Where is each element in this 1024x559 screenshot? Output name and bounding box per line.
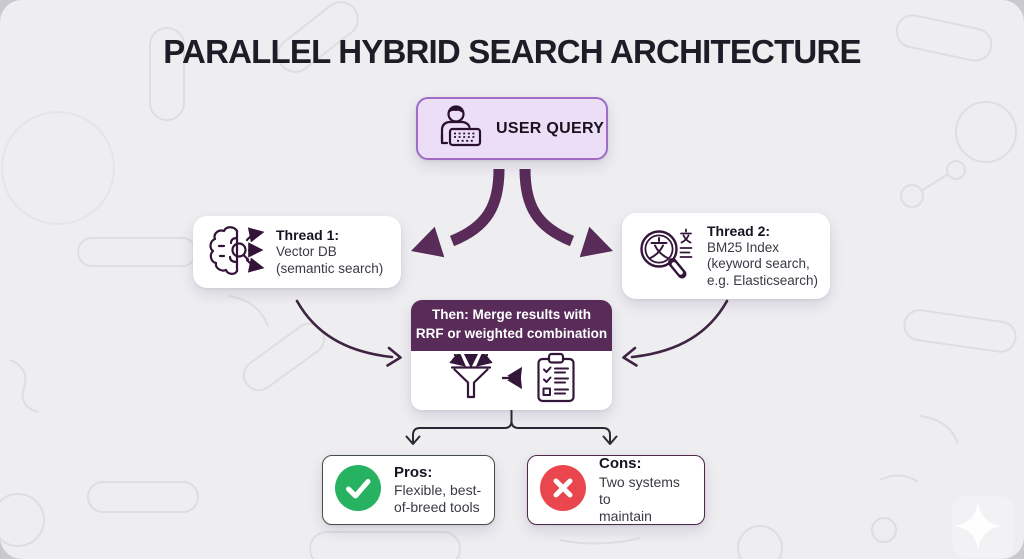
thread2-line: (keyword search, [707,256,810,272]
pros-node: Pros: Flexible, best- of-breed tools [322,455,495,525]
merge-header-line: RRF or weighted combination [415,325,608,341]
funnel-icon [448,350,494,407]
thread1-line: Vector DB [276,244,337,260]
pros-heading: Pros: [394,463,433,481]
merge-header-line: Then: Merge results with [431,307,592,322]
thread2-heading: Thread 2: [707,222,771,239]
thread1-node: Thread 1: Vector DB (semantic search) [193,216,401,288]
thread2-line: BM25 Index [707,239,780,255]
brain-search-icon [207,224,265,281]
split-arrow-right [519,168,613,258]
text-search-icon [634,224,698,289]
thread2-text: Thread 2: BM25 Index (keyword search, e.… [707,223,818,289]
merge-node: Then: Merge results with RRF or weighted… [411,300,612,410]
cons-line: maintain [599,507,652,524]
branch-arrows-icon [500,361,528,400]
thread1-heading: Thread 1: [276,226,340,243]
pros-line: of-breed tools [394,499,480,516]
thread2-line: e.g. Elasticsearch) [707,272,819,288]
check-circle-icon [335,464,381,516]
thread1-text: Thread 1: Vector DB (semantic search) [276,227,383,277]
thread2-node: Thread 2: BM25 Index (keyword search, e.… [622,213,830,299]
thread1-line: (semantic search) [276,260,384,276]
merge-header: Then: Merge results with RRF or weighted… [411,300,612,351]
user-query-node: USER QUERY [416,97,608,160]
sparkle-icon [944,494,1014,559]
clipboard-checklist-icon [536,352,576,409]
outcome-bracket [405,409,618,445]
pros-text: Pros: Flexible, best- of-breed tools [394,464,481,516]
cons-heading: Cons: [599,455,642,473]
merge-body [411,350,612,410]
merge-arrow-left [295,299,402,367]
cons-line: Two systems to [599,473,680,507]
x-circle-icon [540,464,586,516]
split-arrow-left [411,168,505,258]
user-query-label: USER QUERY [496,119,605,137]
user-typing-icon [432,103,484,154]
page-title: PARALLEL HYBRID SEARCH ARCHITECTURE [163,33,861,70]
merge-arrow-right [622,299,729,367]
pros-line: Flexible, best- [394,482,482,499]
cons-node: Cons: Two systems to maintain [527,455,705,525]
cons-text: Cons: Two systems to maintain [599,455,692,525]
